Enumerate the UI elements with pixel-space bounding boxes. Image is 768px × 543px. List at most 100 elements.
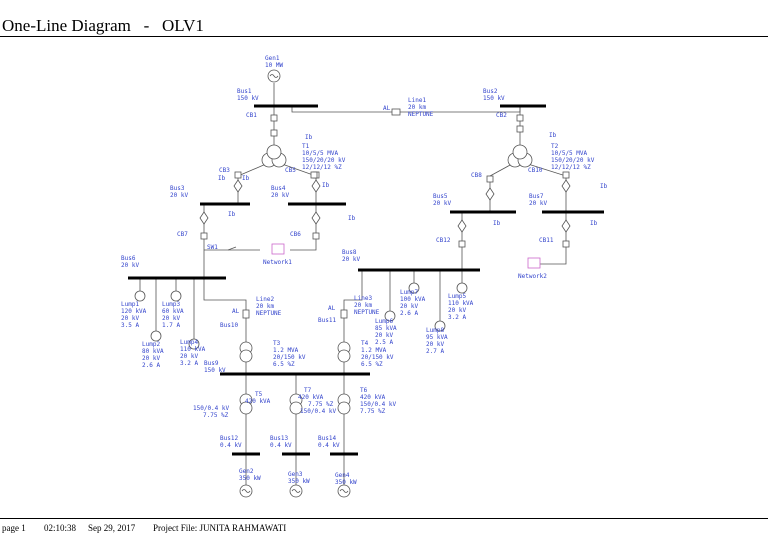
network1-label: Network1 [263, 259, 292, 266]
title-divider [0, 36, 768, 37]
ib-tag: Ib [590, 220, 598, 227]
cb6-label: CB6 [290, 231, 301, 238]
cb8-symbol [486, 175, 494, 183]
t6-symbol [337, 393, 351, 415]
footer-divider [0, 518, 768, 519]
al2-label: AL [232, 308, 240, 315]
sw1-symbol [227, 246, 237, 251]
ib-tag: Ib [600, 183, 608, 190]
lump5-symbol [456, 282, 468, 294]
t1-symbol [261, 144, 287, 168]
t5-symbol [239, 393, 253, 415]
network2-label: Network2 [518, 273, 547, 280]
cb11-label: CB11 [539, 237, 554, 244]
cb7-label: CB7 [177, 231, 188, 238]
ib-tag: Ib [305, 134, 313, 141]
ib-tag: Ib [493, 220, 501, 227]
lump1-symbol [134, 290, 146, 302]
lump3-symbol [170, 290, 182, 302]
cb2-label: CB2 [496, 112, 507, 119]
t4-symbol [337, 341, 351, 363]
cb12-symbol [458, 240, 466, 248]
line3-symbol [340, 309, 348, 319]
ib-tag: Ib [228, 211, 236, 218]
cb7-symbol [200, 232, 208, 240]
al3-label: AL [328, 305, 336, 312]
network1-symbol [271, 243, 285, 255]
ib-tag: Ib [322, 182, 330, 189]
footer-time: 02:10:38 [44, 523, 77, 533]
t2-symbol [507, 144, 533, 168]
bus10-label: Bus10 [220, 322, 238, 329]
gen2-symbol [239, 484, 253, 498]
cb2-symbol [516, 114, 524, 122]
t7-symbol [289, 393, 303, 415]
lump2-symbol [150, 330, 162, 342]
bus11-label: Bus11 [318, 317, 336, 324]
cb10-symbol [562, 171, 570, 179]
gen3-symbol [289, 484, 303, 498]
lump6-symbol [384, 310, 396, 322]
gen1-symbol [267, 69, 281, 83]
cb10-label: CB10 [528, 167, 543, 174]
cb11-symbol [562, 240, 570, 248]
cb1-label: CB1 [246, 112, 257, 119]
page-title: One-Line Diagram - OLV1 [2, 16, 204, 35]
sw1-label: SW1 [207, 244, 218, 251]
buses [128, 104, 604, 456]
network2-symbol [527, 257, 541, 269]
cb5-label: CB5 [285, 167, 296, 174]
al1-label: AL [383, 105, 391, 112]
lump8-symbol [434, 320, 446, 332]
cb6-symbol [312, 232, 320, 240]
cb3-symbol [234, 171, 242, 179]
cb1-symbol [270, 114, 278, 122]
ib-tag: Ib [242, 175, 250, 182]
ib-tag: Ib [218, 175, 226, 182]
cb3-label: CB3 [219, 167, 230, 174]
ib-tag: Ib [348, 215, 356, 222]
line2-symbol [242, 309, 250, 319]
gen4-symbol [337, 484, 351, 498]
cb8-label: CB8 [471, 172, 482, 179]
t3-symbol [239, 341, 253, 363]
wiring [139, 83, 567, 485]
footer-date: Sep 29, 2017 [88, 523, 136, 533]
footer-page: page 1 [2, 523, 26, 533]
symbols [134, 69, 571, 498]
ib-tag: Ib [549, 132, 557, 139]
